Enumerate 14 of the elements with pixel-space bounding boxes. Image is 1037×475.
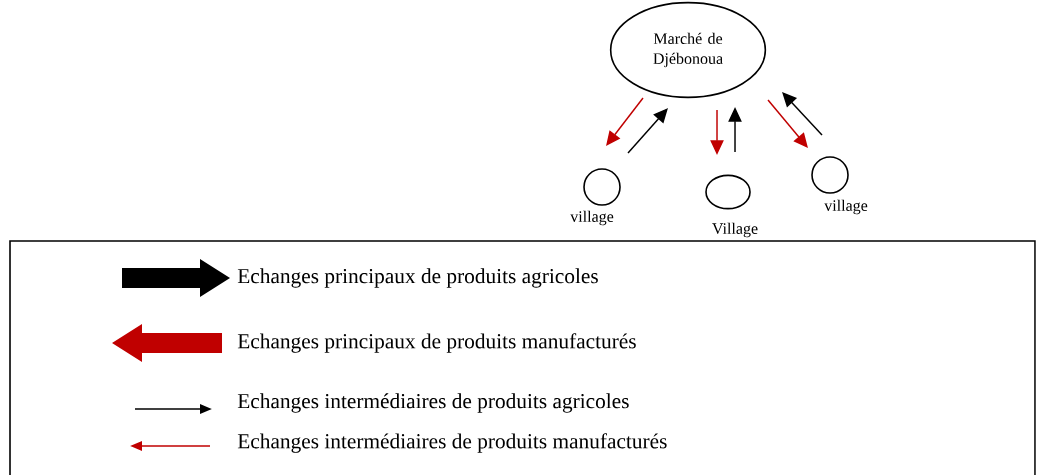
arrow bbox=[782, 92, 823, 136]
legend-text: Echanges principaux de produits manufacturés bbox=[237, 333, 636, 353]
village-circle bbox=[705, 174, 751, 210]
village-label: village bbox=[570, 210, 614, 226]
village-label: village bbox=[824, 199, 868, 215]
arrow bbox=[606, 97, 644, 146]
village-circle bbox=[583, 168, 621, 206]
village-label: Village bbox=[712, 222, 758, 238]
arrow bbox=[627, 108, 668, 154]
legend-text: Echanges intermédiaires de produits agricoles bbox=[237, 393, 629, 413]
arrow bbox=[767, 99, 808, 148]
legend-text: Echanges intermédiaires de produits manufacturés bbox=[237, 433, 667, 453]
village-circle bbox=[811, 156, 849, 194]
legend-text: Echanges principaux de produits agricoles bbox=[237, 268, 598, 288]
